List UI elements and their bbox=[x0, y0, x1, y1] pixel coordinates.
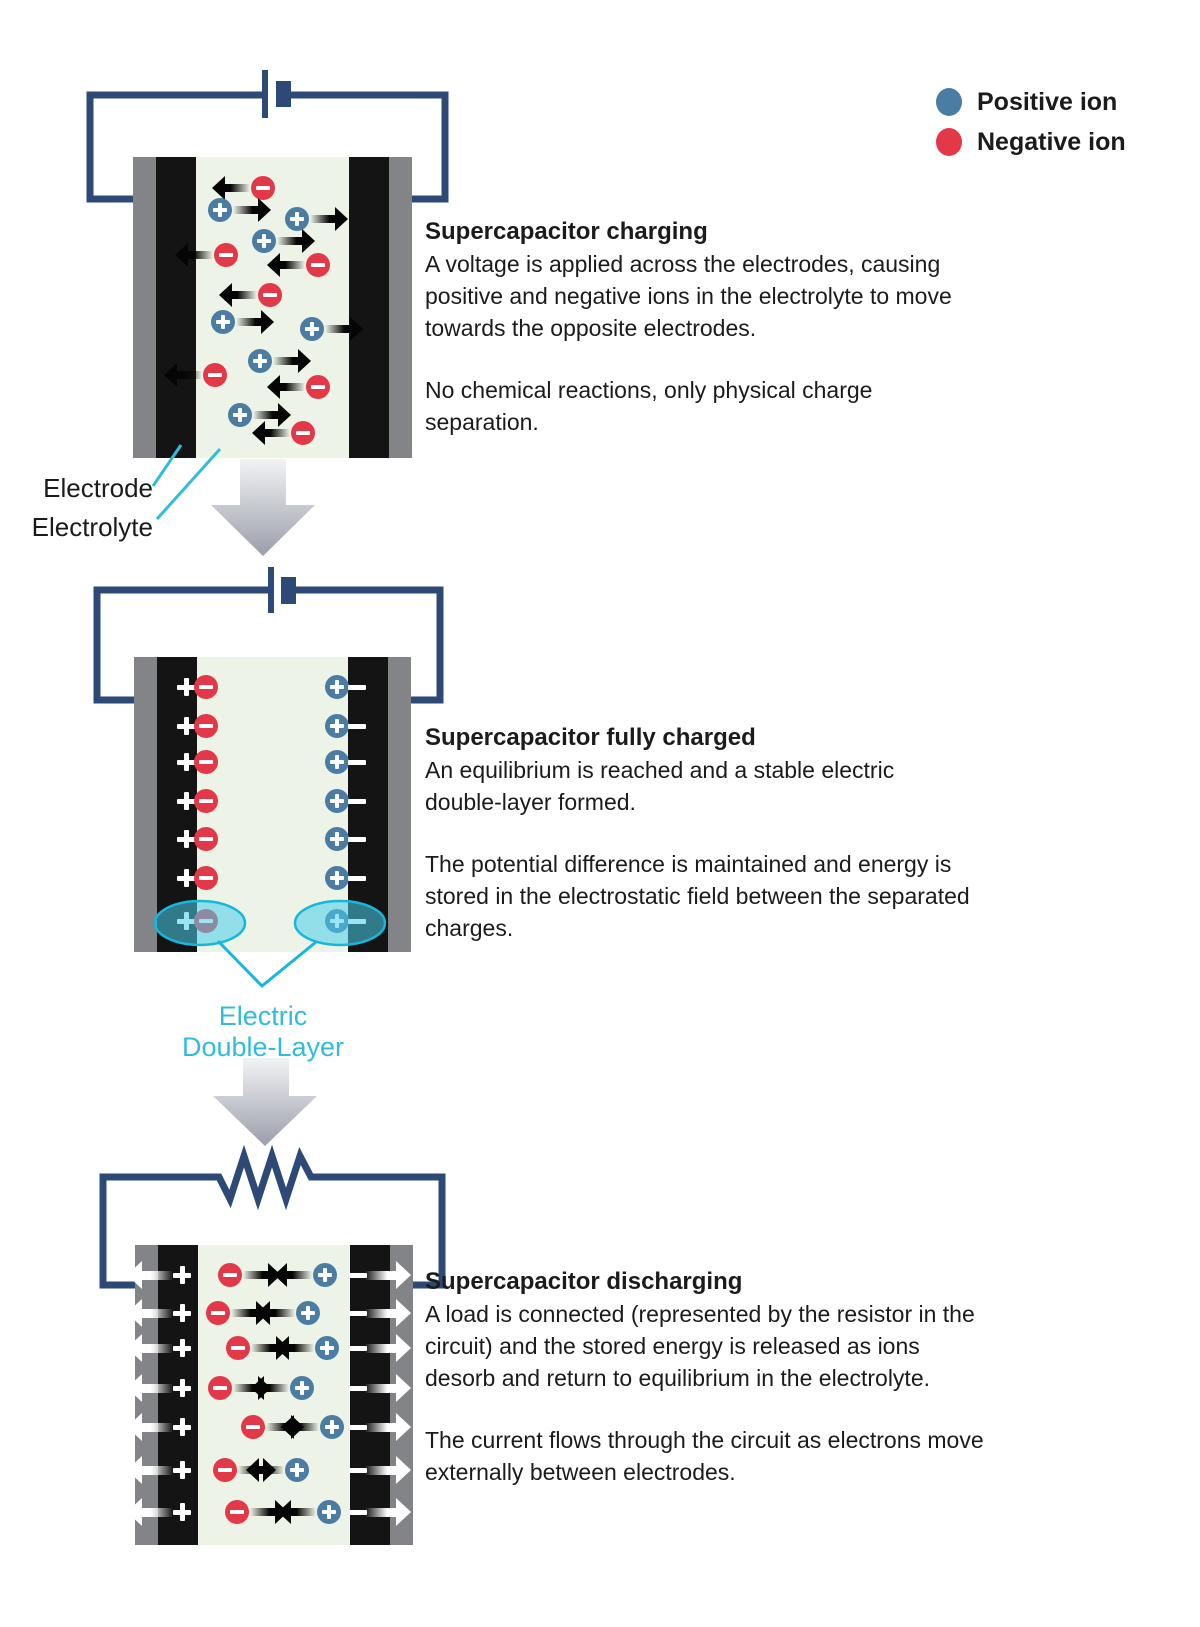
electrolyte-region bbox=[197, 657, 348, 952]
electrolyte-leader-line bbox=[155, 447, 222, 521]
legend-negative-ion: Negative ion bbox=[936, 122, 1126, 162]
electrode-right bbox=[348, 657, 388, 952]
charging-para-1: A voltage is applied across the electrod… bbox=[425, 251, 952, 341]
legend: Positive ion Negative ion bbox=[936, 82, 1126, 162]
electrode-left bbox=[156, 157, 196, 458]
current-collector-right bbox=[389, 157, 412, 458]
electrolyte-label: Electrolyte bbox=[31, 512, 153, 542]
edl-label-line2: Double-Layer bbox=[181, 1032, 345, 1062]
discharging-title: Supercapacitor discharging bbox=[425, 1268, 743, 1295]
current-collector-left bbox=[135, 1245, 158, 1545]
capacitor-charging bbox=[133, 157, 412, 458]
legend-negative-label: Negative ion bbox=[977, 127, 1126, 156]
current-collector-right bbox=[390, 1245, 413, 1545]
fully-charged-para-1: An equilibrium is reached and a stable e… bbox=[425, 757, 895, 815]
electrode-right bbox=[350, 1245, 390, 1545]
positive-ion-swatch bbox=[936, 88, 962, 116]
edl-label-line1: Electric bbox=[218, 1001, 308, 1031]
current-collector-left bbox=[133, 157, 156, 458]
fully-charged-title: Supercapacitor fully charged bbox=[425, 724, 756, 751]
negative-ion-swatch bbox=[936, 128, 962, 156]
electrolyte-region bbox=[196, 157, 349, 458]
legend-positive-ion: Positive ion bbox=[936, 82, 1126, 122]
capacitor-discharging bbox=[135, 1245, 413, 1545]
capacitor-fully-charged bbox=[134, 657, 411, 952]
charging-description: Supercapacitor charging A voltage is app… bbox=[425, 216, 1070, 438]
fully-charged-description: Supercapacitor fully charged An equilibr… bbox=[425, 722, 1070, 944]
electric-double-layer-label: Electric Double-Layer bbox=[158, 1001, 368, 1063]
battery-long-plate bbox=[268, 567, 274, 613]
electrode-left bbox=[158, 1245, 198, 1545]
discharging-para-2: The current flows through the circuit as… bbox=[425, 1427, 984, 1485]
fully-charged-para-2: The potential difference is maintained a… bbox=[425, 851, 970, 941]
transition-arrow bbox=[211, 459, 315, 556]
current-collector-right bbox=[388, 657, 411, 952]
battery-long-plate bbox=[262, 70, 268, 118]
legend-positive-label: Positive ion bbox=[977, 87, 1118, 116]
discharging-para-1: A load is connected (represented by the … bbox=[425, 1301, 975, 1391]
charging-para-2: No chemical reactions, only physical cha… bbox=[425, 377, 873, 435]
discharging-description: Supercapacitor discharging A load is con… bbox=[425, 1266, 1070, 1488]
electrode-label: Electrode bbox=[43, 473, 153, 503]
battery-short-plate bbox=[281, 577, 296, 604]
electrolyte-region bbox=[198, 1245, 350, 1545]
battery-short-plate bbox=[276, 81, 291, 107]
charging-title: Supercapacitor charging bbox=[425, 218, 708, 245]
current-collector-left bbox=[134, 657, 157, 952]
transition-arrow bbox=[213, 1058, 317, 1146]
electrode-left bbox=[157, 657, 197, 952]
electrode-right bbox=[349, 157, 389, 458]
